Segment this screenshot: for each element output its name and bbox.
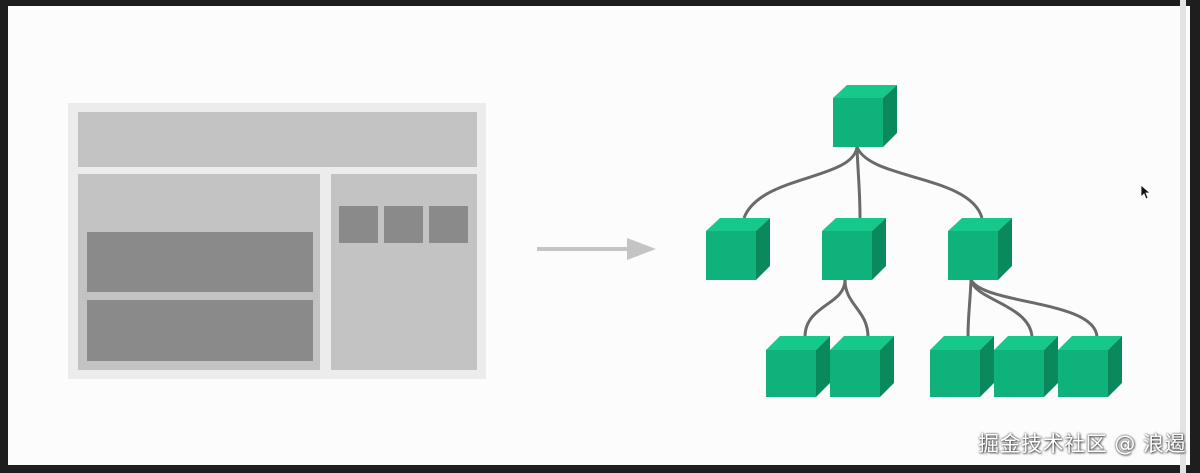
edge-root-right (855, 146, 984, 219)
edge-right-leaf-1 (966, 279, 973, 338)
cube-leaf-1 (766, 336, 830, 397)
edge-right-leaf-2 (969, 279, 1034, 338)
cube-level2-right (948, 218, 1012, 280)
transform-arrow (537, 238, 656, 260)
cube-root (833, 85, 897, 147)
page-wireframe (68, 103, 486, 379)
cube-level2-left (706, 218, 770, 280)
cube-level2-middle (822, 218, 886, 280)
watermark: 掘金技术社区 @ 浪遏 (978, 432, 1186, 456)
wireframe-sidebar-tile-1 (339, 206, 378, 243)
edge-root-middle (855, 146, 862, 219)
mouse-pointer-icon (1140, 184, 1152, 200)
edge-root-left (742, 146, 859, 219)
tree-nodes (706, 85, 1122, 397)
cube-leaf-5 (1058, 336, 1122, 397)
cube-leaf-3 (930, 336, 994, 397)
cube-leaf-2 (830, 336, 894, 397)
wireframe-sidebar-tile-2 (384, 206, 423, 243)
wireframe-sidebar (331, 174, 477, 370)
wireframe-content-block-bottom (87, 300, 313, 361)
tree-edges (742, 146, 1099, 338)
wireframe-content-block-top (87, 232, 313, 292)
edge-mid-leaf-2 (843, 279, 870, 338)
edge-right-leaf-3 (969, 279, 1099, 338)
wireframe-sidebar-tile-3 (429, 206, 468, 243)
scrollbar[interactable] (1180, 0, 1186, 473)
edge-mid-leaf-1 (803, 279, 847, 338)
wireframe-header (78, 112, 477, 167)
cube-leaf-4 (994, 336, 1058, 397)
